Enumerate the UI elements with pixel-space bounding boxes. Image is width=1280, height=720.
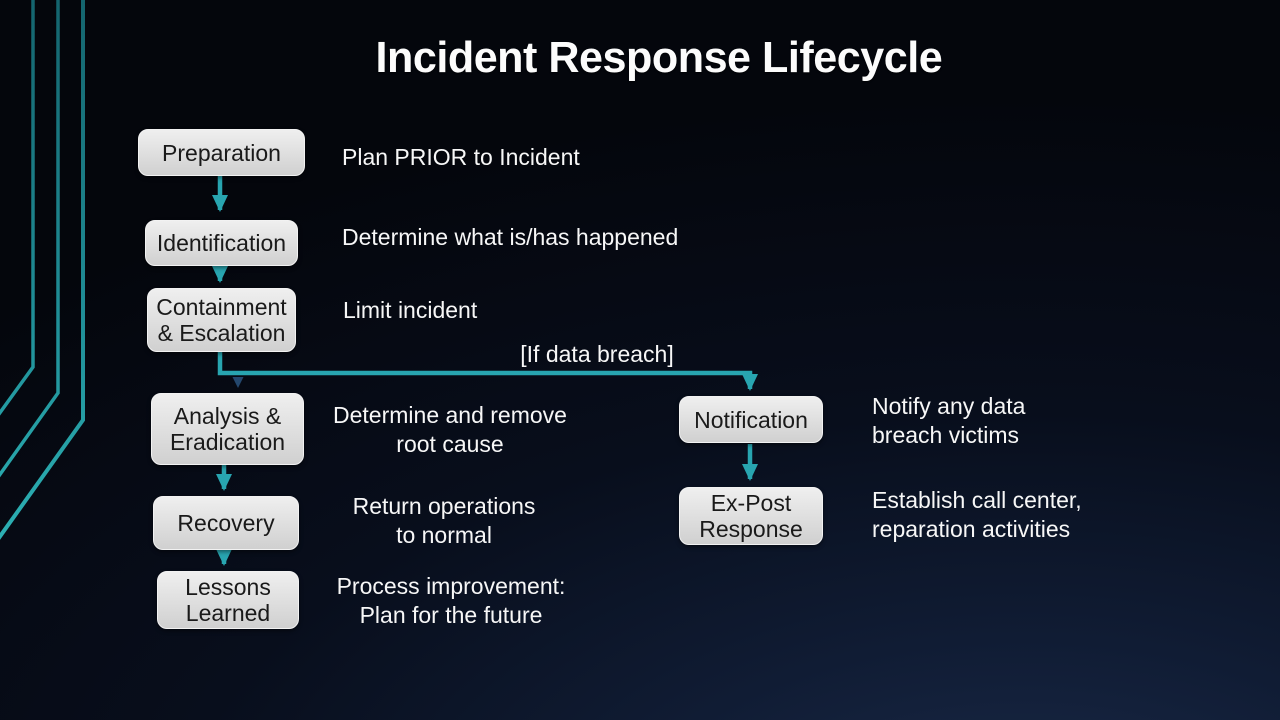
desc-notification: Notify any data breach victims (872, 393, 1026, 448)
desc-analysis: Determine and remove root cause (333, 402, 567, 457)
branch-condition-label: [If data breach] (520, 341, 674, 367)
decorative-line-inner (0, 0, 85, 540)
desc-containment: Limit incident (343, 297, 478, 323)
desc-lessons: Process improvement: Plan for the future (336, 573, 566, 628)
flow-box-expost-response: Ex-Post Response (679, 487, 823, 545)
desc-recovery: Return operations to normal (352, 493, 536, 548)
flow-box-identification: Identification (145, 220, 298, 266)
flow-box-analysis-eradication: Analysis & Eradication (151, 393, 304, 465)
desc-expost: Establish call center, reparation activi… (872, 487, 1082, 542)
flow-box-recovery: Recovery (153, 496, 299, 550)
decorative-line-middle (0, 0, 60, 478)
flow-box-containment-escalation: Containment & Escalation (147, 288, 296, 352)
flow-box-preparation: Preparation (138, 129, 305, 176)
decorative-line-outer (0, 0, 35, 416)
slide-title: Incident Response Lifecycle (375, 33, 943, 82)
flow-box-lessons-learned: Lessons Learned (157, 571, 299, 629)
desc-identification: Determine what is/has happened (342, 224, 679, 250)
desc-preparation: Plan PRIOR to Incident (342, 144, 580, 170)
flow-box-notification: Notification (679, 396, 823, 443)
